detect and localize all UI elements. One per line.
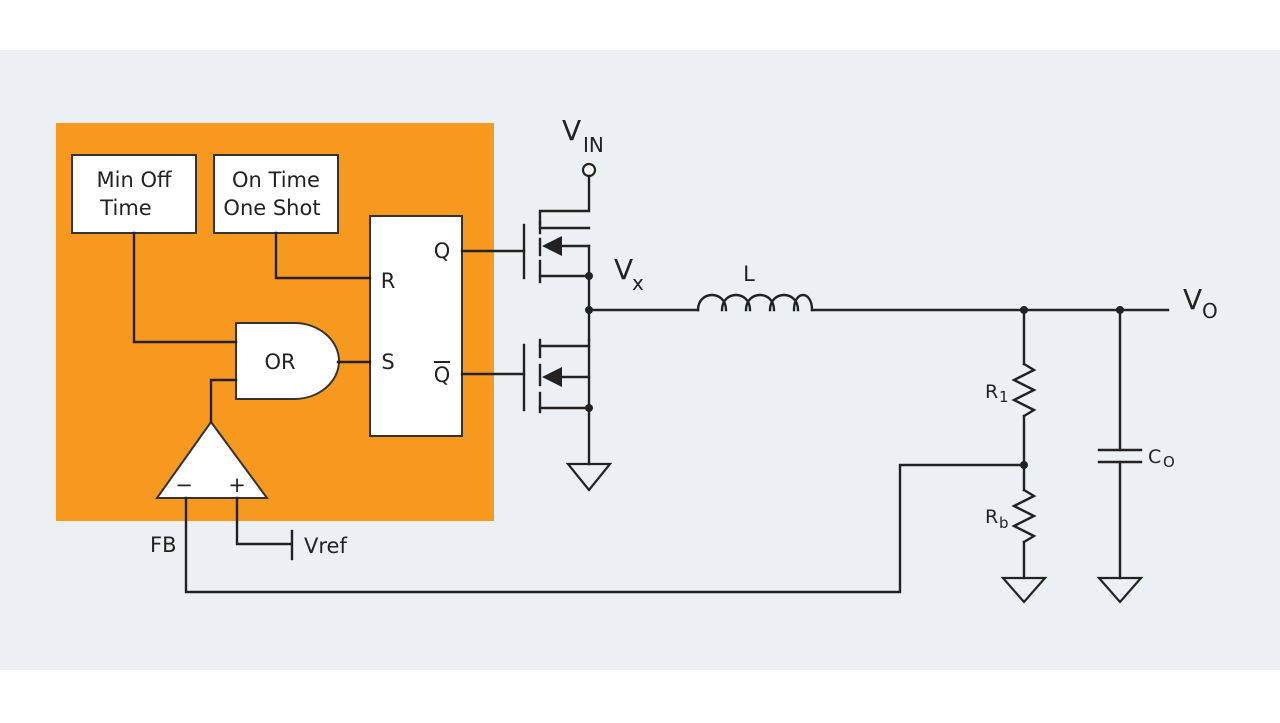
resistor-rb: R b — [985, 488, 1037, 580]
resistor-r1: R 1 — [985, 308, 1037, 492]
co-ground-icon — [1096, 576, 1144, 604]
min-off-time-label-line2: Time — [99, 196, 151, 220]
vref-label: Vref — [304, 534, 347, 558]
error-amplifier: − + — [155, 420, 269, 499]
ff-qbar-pin-label: Q — [434, 363, 451, 387]
co-label-sub: O — [1163, 453, 1175, 471]
inductor: L — [696, 262, 814, 312]
feedback-path: FB — [150, 463, 1026, 594]
sr-flip-flop: R S Q Q — [369, 215, 463, 437]
capacitor-co: C O — [1097, 308, 1175, 580]
vin-terminal: V IN — [538, 114, 604, 226]
or-gate-label: OR — [264, 350, 295, 374]
vx-label-sub: x — [632, 271, 644, 295]
control-wiring — [132, 231, 526, 424]
inductor-label: L — [743, 262, 755, 286]
amp-plus-label: + — [228, 473, 246, 497]
output-rail: V O — [810, 283, 1218, 323]
fb-label: FB — [150, 533, 177, 557]
r1-label-sub: 1 — [999, 388, 1009, 406]
mosfet-ground-icon — [565, 462, 613, 492]
min-off-time-box: Min Off Time — [71, 154, 197, 234]
ff-s-pin-label: S — [381, 350, 394, 374]
vin-label-sub: IN — [583, 133, 604, 157]
vo-label: V — [1183, 283, 1202, 316]
feedback-node — [1020, 461, 1028, 469]
rb-ground-icon — [1000, 576, 1048, 604]
on-time-one-shot-box: On Time One Shot — [213, 154, 339, 234]
low-side-mosfet — [522, 338, 593, 466]
switch-node: V x — [585, 253, 700, 314]
or-gate: OR — [235, 322, 340, 400]
high-side-mosfet — [522, 220, 593, 342]
on-time-label-line1: On Time — [232, 168, 320, 192]
ff-q-pin-label: Q — [434, 239, 451, 263]
vin-label: V — [562, 114, 581, 147]
r1-label: R — [985, 381, 998, 403]
min-off-time-label-line1: Min Off — [97, 168, 172, 192]
rb-label-sub: b — [999, 514, 1009, 532]
rb-label: R — [985, 506, 998, 528]
on-time-label-line2: One Shot — [223, 196, 320, 220]
vx-label: V — [614, 253, 633, 286]
co-label: C — [1148, 446, 1161, 468]
vo-label-sub: O — [1202, 299, 1218, 323]
amp-minus-label: − — [175, 473, 193, 497]
vref-source: Vref — [235, 496, 347, 561]
ff-r-pin-label: R — [381, 269, 396, 293]
